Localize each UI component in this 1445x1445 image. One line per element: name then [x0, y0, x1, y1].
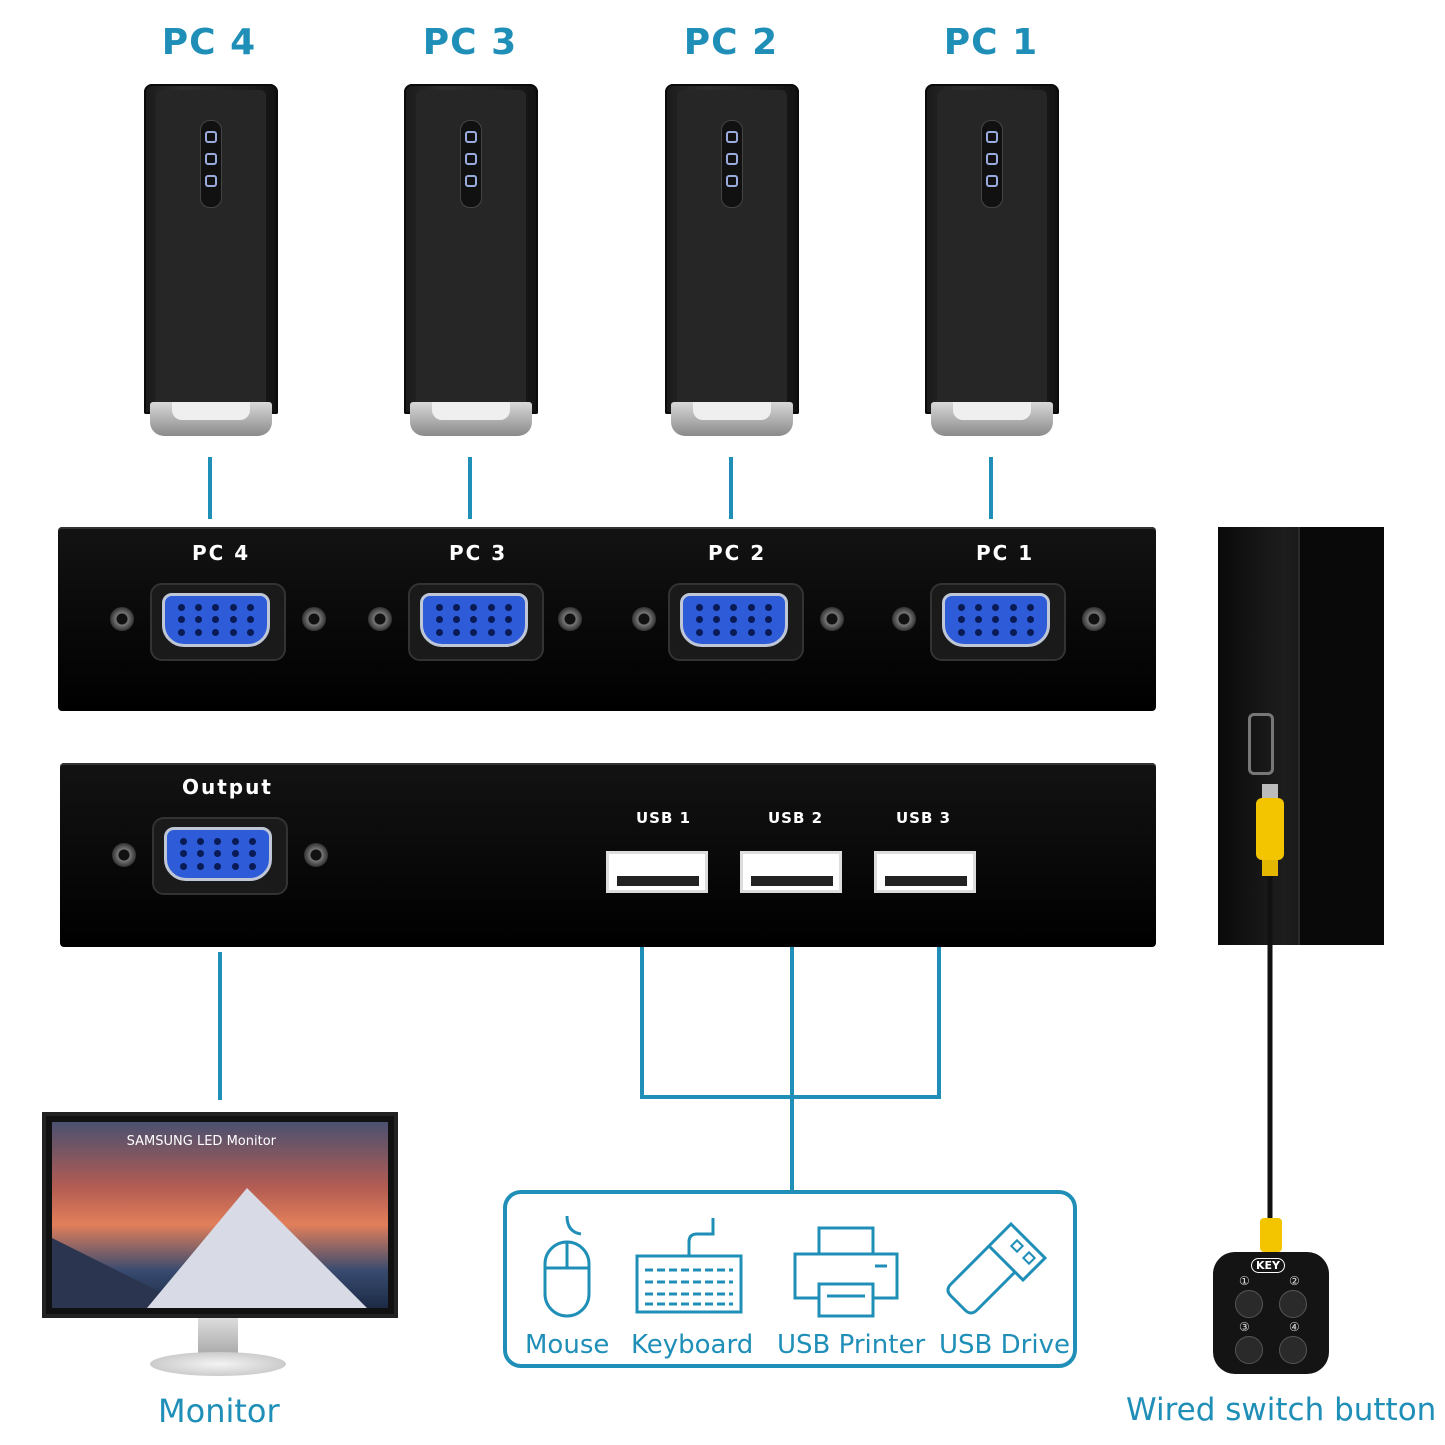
usb-port-icon [874, 851, 976, 893]
device-label-mouse: Mouse [525, 1330, 610, 1360]
usb2-label: USB 2 [768, 809, 824, 827]
pc4-title: PC 4 [161, 22, 257, 63]
vga-port-icon [930, 583, 1066, 661]
connector-line [640, 947, 644, 1097]
keyboard-icon [635, 1218, 743, 1314]
keypad-icon: KEY ① ② ③ ④ [1213, 1252, 1329, 1374]
pc2-title: PC 2 [683, 22, 779, 63]
switch-caption: Wired switch button [1126, 1392, 1437, 1428]
usb3-label: USB 3 [896, 809, 952, 827]
monitor-stand [198, 1318, 238, 1354]
computer-tower-icon [144, 84, 278, 440]
device-label-keyboard: Keyboard [631, 1330, 754, 1360]
vga-port-icon [408, 583, 544, 661]
keypad-button-2[interactable] [1279, 1290, 1307, 1318]
vga-port-icon [152, 817, 288, 895]
panel-label-pc4: PC 4 [192, 541, 251, 565]
monitor-base [150, 1352, 286, 1376]
output-label: Output [182, 775, 273, 799]
connector-line [989, 457, 993, 519]
keypad-button-1[interactable] [1235, 1290, 1263, 1318]
connector-line [729, 457, 733, 519]
keypad-button-4[interactable] [1279, 1336, 1307, 1364]
panel-label-pc2: PC 2 [708, 541, 767, 565]
pc3-title: PC 3 [422, 22, 518, 63]
device-label-printer: USB Printer [777, 1330, 926, 1360]
monitor-brand: SAMSUNG LED Monitor [126, 1134, 276, 1149]
monitor-icon: SAMSUNG LED Monitor [42, 1112, 398, 1318]
computer-tower-icon [925, 84, 1059, 440]
usb-port-icon [606, 851, 708, 893]
connector-line [208, 457, 212, 519]
usb-port-icon [740, 851, 842, 893]
panel-label-pc3: PC 3 [449, 541, 508, 565]
connector-line [937, 947, 941, 1097]
usb-devices-box: Mouse Keyboard USB Printer USB Drive [503, 1190, 1077, 1368]
switch-cable [1256, 784, 1284, 1252]
keypad-key-label: KEY [1251, 1258, 1286, 1273]
keypad-num-2: ② [1289, 1274, 1300, 1288]
connector-line [640, 1095, 941, 1099]
device-label-drive: USB Drive [939, 1330, 1070, 1360]
pc1-title: PC 1 [943, 22, 1039, 63]
connector-line [218, 952, 222, 1100]
keypad-num-3: ③ [1239, 1320, 1250, 1334]
micro-usb-port-icon [1248, 713, 1274, 775]
usb-drive-icon [946, 1221, 1048, 1315]
connector-line [468, 457, 472, 519]
vga-port-icon [668, 583, 804, 661]
computer-tower-icon [665, 84, 799, 440]
kvm-output-panel: Output USB 1 USB 2 USB 3 [60, 763, 1156, 947]
usb1-label: USB 1 [636, 809, 692, 827]
connector-line [790, 947, 794, 1190]
monitor-caption: Monitor [158, 1392, 280, 1430]
mouse-icon [543, 1215, 591, 1318]
panel-label-pc1: PC 1 [976, 541, 1035, 565]
vga-port-icon [150, 583, 286, 661]
keypad-num-4: ④ [1289, 1320, 1300, 1334]
printer-icon [793, 1226, 899, 1318]
keypad-num-1: ① [1239, 1274, 1250, 1288]
keypad-button-3[interactable] [1235, 1336, 1263, 1364]
kvm-side-view [1218, 527, 1384, 945]
kvm-input-panel: PC 4 PC 3 PC 2 PC 1 [58, 527, 1156, 711]
computer-tower-icon [404, 84, 538, 440]
